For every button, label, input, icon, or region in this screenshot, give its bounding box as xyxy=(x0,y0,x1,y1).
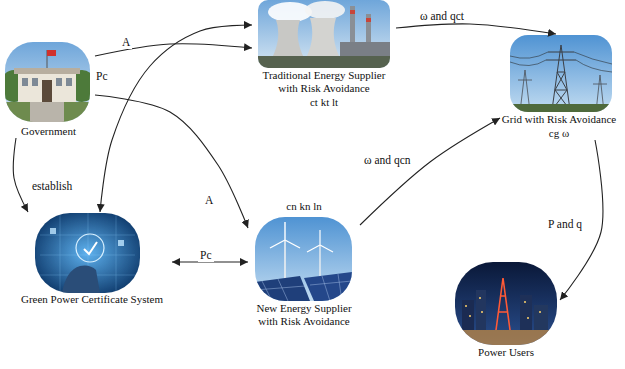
turbine-pole xyxy=(284,240,286,280)
certificate-photo xyxy=(35,213,140,293)
icon xyxy=(50,228,56,234)
building xyxy=(520,295,532,330)
icon xyxy=(118,240,124,246)
building xyxy=(18,74,76,102)
flag xyxy=(47,50,56,56)
door xyxy=(42,80,52,102)
grid-node: Grid with Risk Avoidancecg ω xyxy=(500,34,618,140)
edge-label: ω and qcn xyxy=(362,154,413,167)
ground xyxy=(258,56,390,68)
node-label: Government xyxy=(21,125,76,138)
plant-hall xyxy=(340,42,390,58)
sky xyxy=(510,35,612,112)
flow-arrow xyxy=(396,24,556,34)
turbine-blades xyxy=(270,222,300,248)
turbine-blades xyxy=(307,230,333,252)
lawn xyxy=(5,102,90,122)
government-photo xyxy=(5,42,90,122)
cooling-tower xyxy=(272,20,304,58)
light xyxy=(469,315,471,317)
edge-label-holder: A xyxy=(120,32,132,50)
solar-panel xyxy=(304,272,352,301)
sky xyxy=(255,217,352,301)
window xyxy=(22,78,28,86)
roof xyxy=(14,68,80,74)
light xyxy=(479,297,481,299)
cooling-tower xyxy=(306,18,340,58)
flow-arrow xyxy=(95,95,248,228)
building xyxy=(534,305,548,330)
panel-grid xyxy=(255,274,352,301)
hand xyxy=(62,266,100,294)
edge-label-holder: Pc xyxy=(94,66,110,84)
edge-label: ω and qct xyxy=(418,10,466,23)
light xyxy=(539,311,541,313)
grid-lines xyxy=(40,213,135,293)
node-label: Green Power Certificate System xyxy=(21,293,163,306)
supplier-node: Traditional Energy Supplier with Risk Av… xyxy=(252,0,396,109)
path xyxy=(30,102,64,122)
city-glow xyxy=(455,330,557,345)
tower xyxy=(496,278,510,330)
edge-label-holder: P and q xyxy=(546,214,584,232)
flow-arrow xyxy=(100,25,252,212)
edge-label: A xyxy=(120,36,132,49)
edge-label: A xyxy=(203,194,215,207)
node-label: Power Users xyxy=(478,346,534,359)
edge-label-holder: ω and qcn xyxy=(362,150,413,168)
night-sky xyxy=(455,262,557,345)
sky xyxy=(258,0,390,68)
grid-photo xyxy=(510,35,612,112)
flow-arrow xyxy=(95,44,252,56)
light xyxy=(527,317,529,319)
node-label: ct kt lt xyxy=(310,96,338,109)
light xyxy=(465,305,467,307)
pylon xyxy=(546,45,576,110)
edge-label-holder: Pc xyxy=(198,245,214,263)
building xyxy=(462,300,474,330)
steam xyxy=(305,1,345,19)
government-node: Government xyxy=(2,40,95,138)
chimney-stripe xyxy=(350,10,355,14)
edge-label-holder: A xyxy=(203,190,215,208)
edge-label: P and q xyxy=(546,218,584,231)
ground xyxy=(510,104,612,112)
node-label: cg ω xyxy=(549,127,569,140)
edge-label: Pc xyxy=(198,249,214,262)
light xyxy=(524,301,526,303)
power-line xyxy=(510,52,612,72)
edge-label: establish xyxy=(30,180,74,193)
flow-arrow xyxy=(360,118,500,225)
edge-label-holder: establish xyxy=(30,176,74,194)
power-plant-photo xyxy=(258,0,390,68)
certificate-node: Green Power Certificate System xyxy=(12,212,172,306)
users-node: Power Users xyxy=(452,261,560,359)
window xyxy=(66,78,72,86)
check-mark xyxy=(84,242,97,254)
steam xyxy=(268,2,312,22)
edge-label: Pc xyxy=(94,70,110,83)
turbine-pole xyxy=(319,245,320,280)
supplier-node: New Energy Supplier with Risk Avoidance c… xyxy=(248,200,360,328)
node-label: New Energy Supplier with Risk Avoidance xyxy=(248,302,360,328)
window xyxy=(56,78,62,86)
light xyxy=(481,311,483,313)
node-label: Grid with Risk Avoidance xyxy=(502,113,616,126)
flow-arrow xyxy=(13,138,28,212)
building xyxy=(476,290,486,330)
edge-label-holder: ω and qct xyxy=(418,6,466,24)
node-label: Traditional Energy Supplier with Risk Av… xyxy=(252,69,396,95)
glow-ring xyxy=(76,234,104,262)
tech-ground xyxy=(35,213,140,293)
node-label: cn kn ln xyxy=(286,200,321,213)
window xyxy=(32,78,38,86)
renewable-photo xyxy=(255,217,352,301)
chimney-stripe xyxy=(366,18,371,22)
city-photo xyxy=(455,262,557,345)
